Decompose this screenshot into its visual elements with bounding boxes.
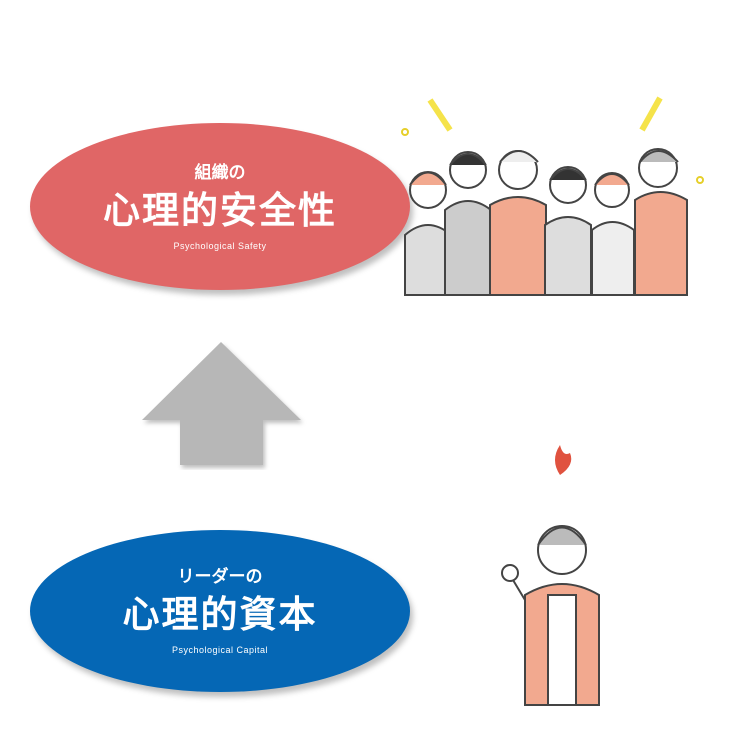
motivated-leader-icon — [501, 445, 600, 706]
safety-english: Psychological Safety — [173, 240, 267, 251]
capital-title: 心理的資本 — [122, 593, 318, 636]
cheering-team-icon — [401, 96, 704, 296]
capital-english: Psychological Capital — [171, 645, 269, 655]
psychological-capital-ellipse: リーダーの 心理的資本 Psychological Capital — [30, 530, 410, 692]
capital-subtitle: リーダーの — [177, 567, 263, 587]
psychological-safety-ellipse: 組織の 心理的安全性 Psychological Safety — [30, 123, 410, 290]
safety-title: 心理的安全性 — [103, 188, 337, 232]
up-arrow-icon — [142, 342, 301, 465]
safety-subtitle: 組織の — [194, 162, 246, 183]
